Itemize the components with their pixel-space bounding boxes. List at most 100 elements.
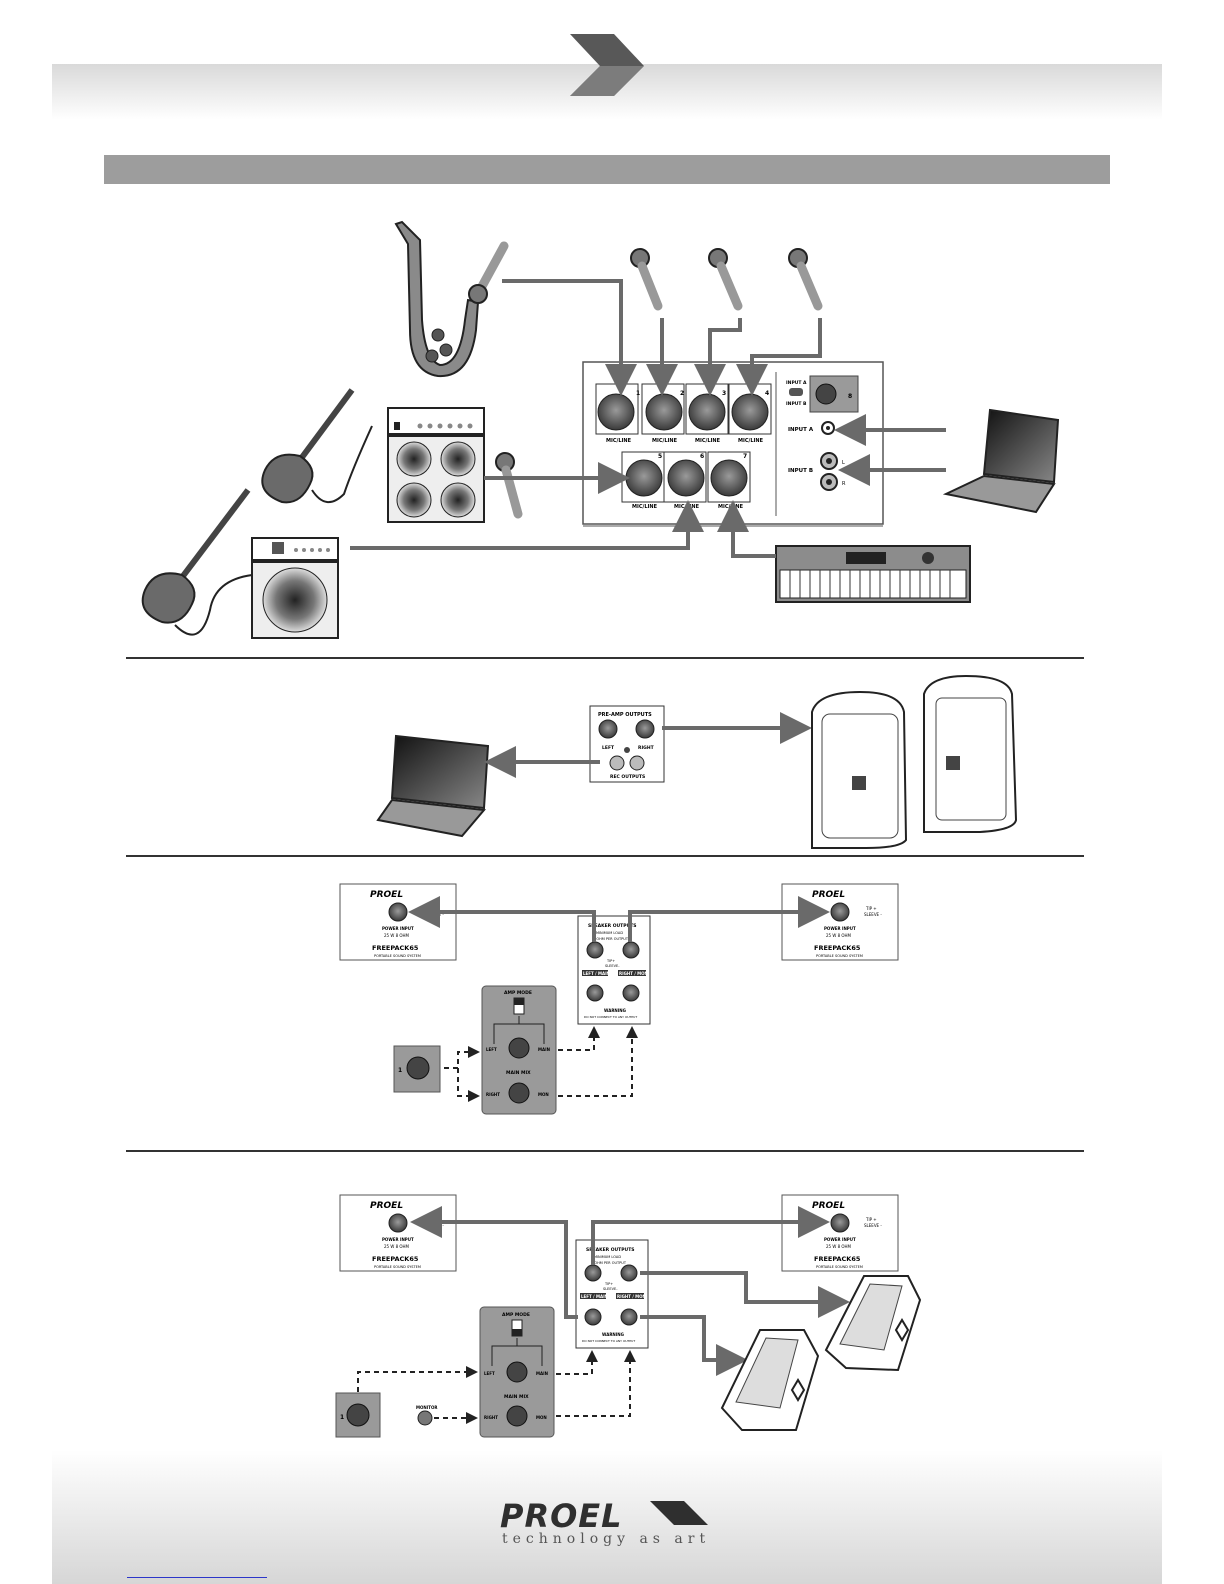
input-a-label: INPUT A: [788, 427, 814, 433]
input-selector-switch[interactable]: [789, 388, 803, 396]
channel-number: 6: [700, 453, 704, 460]
min-load-label: MINIMUM LOAD: [596, 931, 623, 935]
power-input-label: POWER INPUT: [824, 926, 856, 931]
mon-level-knob[interactable]: [508, 1082, 530, 1104]
right-label: RIGHT: [486, 1092, 500, 1097]
freepack-logo: PROEL: [812, 890, 845, 900]
warning-text: DO NOT CONNECT TO ANY OUTPUT: [582, 1339, 635, 1343]
model-sub-label: PORTABLE SOUND SYSTEM: [374, 954, 421, 958]
microphone-icon: [630, 248, 663, 311]
speaker-output-panel: SPEAKER OUTPUTS MINIMUM LOAD 8 OHM PER O…: [577, 915, 651, 1025]
main-mix-label: MAIN MIX: [504, 1394, 529, 1400]
microphone-icon: [708, 248, 743, 311]
xlr-combo-jack: [641, 383, 685, 435]
monitor-send-knob[interactable]: MONITOR: [416, 1405, 437, 1426]
title-bar: [104, 155, 1110, 184]
left-label: LEFT: [486, 1047, 497, 1052]
watt-label: 25 W 8 OHM: [826, 1244, 852, 1249]
pa-speaker-icon: [923, 674, 1018, 833]
right-label: RIGHT: [484, 1415, 498, 1420]
amp-mode-title: AMP MODE: [502, 1312, 530, 1318]
floor-monitor-icon: [720, 1329, 820, 1431]
model-label: FREEPACK65: [372, 944, 419, 952]
sleeve-label: SLEEVE-: [603, 1287, 618, 1291]
tip-label: TIP +: [865, 906, 877, 911]
input-b-label: INPUT B: [788, 468, 813, 474]
channel-1-knob[interactable]: [346, 1403, 370, 1427]
power-input-label: POWER INPUT: [824, 1237, 856, 1242]
sleeve-label: SLEEVE -: [864, 912, 882, 917]
warning-label: WARNING: [604, 1008, 626, 1013]
channel-1-number: 1: [398, 1067, 402, 1074]
preamp-right-label: RIGHT: [638, 745, 655, 751]
xlr-combo-jack: [595, 383, 639, 435]
model-label: FREEPACK65: [372, 1255, 419, 1263]
mon-level-knob[interactable]: [506, 1405, 528, 1427]
channel-knob-block: 1: [393, 1045, 441, 1093]
per-output-label: 8 OHM PER OUTPUT: [593, 937, 629, 941]
xlr-combo-jack: [663, 451, 707, 503]
xlr-combo-jack: [707, 451, 751, 503]
model-sub-label: PORTABLE SOUND SYSTEM: [374, 1265, 421, 1269]
footer-band: [52, 1450, 1162, 1584]
watt-label: 25 W 8 OHM: [384, 933, 410, 938]
pa-speaker-icon: [811, 690, 908, 849]
warning-text: DO NOT CONNECT TO ANY OUTPUT: [584, 1015, 637, 1019]
left-main-label: LEFT / MAIN: [581, 1294, 608, 1299]
microphone-icon: [495, 452, 523, 519]
main-level-knob[interactable]: [506, 1361, 528, 1383]
microphone-icon: [788, 248, 823, 311]
min-load-label: MINIMUM LOAD: [594, 1255, 621, 1259]
left-main-label: LEFT / MAIN: [583, 971, 610, 976]
xlr-combo-jack: [685, 383, 729, 435]
guitar-amplifier-icon: [387, 407, 485, 523]
channel-number: 2: [680, 390, 684, 397]
freepack-left-panel: PROEL POWER INPUT 25 W 8 OHM FREEPACK65 …: [339, 883, 457, 961]
watt-label: 25 W 8 OHM: [384, 1244, 410, 1249]
main-mix-label: MAIN MIX: [506, 1070, 531, 1076]
main-label: MAIN: [538, 1047, 550, 1052]
power-input-label: POWER INPUT: [382, 1237, 414, 1242]
channel-number: 1: [636, 390, 640, 397]
channel-1-knob[interactable]: [406, 1056, 430, 1080]
tip-label: TIP+: [606, 959, 615, 963]
channel-number: 5: [658, 453, 662, 460]
amp-mode-block: AMP MODE LEFT MAIN MAIN MIX RIGHT MON: [481, 985, 557, 1115]
bass-guitar-icon: [141, 488, 253, 636]
model-sub-label: PORTABLE SOUND SYSTEM: [816, 954, 863, 958]
sleeve-label: SLEEVE -: [864, 1223, 882, 1228]
main-level-knob[interactable]: [508, 1037, 530, 1059]
footer-link[interactable]: [127, 1577, 267, 1578]
mic-line-label: MIC/LINE: [606, 438, 632, 444]
power-input-label: POWER INPUT: [382, 926, 414, 931]
speaker-output-title: SPEAKER OUTPUTS: [586, 1247, 635, 1253]
mon-label: MON: [536, 1415, 547, 1420]
channel-8-knob[interactable]: [815, 383, 837, 405]
rec-outputs-label: REC OUTPUTS: [610, 774, 645, 780]
mic-line-label: MIC/LINE: [632, 504, 658, 510]
freepack-logo: PROEL: [370, 1201, 403, 1211]
mic-line-label: MIC/LINE: [738, 438, 764, 444]
selector-a-label: INPUT A: [786, 380, 807, 386]
preamp-left-label: LEFT: [602, 745, 615, 751]
mic-line-label: MIC/LINE: [718, 504, 744, 510]
amp-mode-title: AMP MODE: [504, 990, 532, 996]
preamp-output-panel: PRE-AMP OUTPUTS LEFT RIGHT REC OUTPUTS: [589, 705, 665, 783]
rca-left-label: L: [842, 460, 845, 466]
mixer-input-panel: 1 2 3 4 5 6 7 MIC/LINE MIC/LINE MIC/LINE…: [582, 361, 884, 527]
right-mon-label: RIGHT / MON: [619, 971, 648, 976]
freepack-logo: PROEL: [812, 1201, 845, 1211]
brand-chevron-icon: [650, 1501, 708, 1525]
tip-label: TIP+: [604, 1282, 613, 1286]
per-output-label: 8 OHM PER OUTPUT: [591, 1261, 627, 1265]
mon-label: MON: [538, 1092, 549, 1097]
channel-number: 7: [743, 453, 747, 460]
preamp-title: PRE-AMP OUTPUTS: [598, 712, 652, 718]
saxophone-icon: [394, 220, 480, 378]
main-label: MAIN: [536, 1371, 548, 1376]
mic-line-label: MIC/LINE: [695, 438, 721, 444]
model-label: FREEPACK65: [814, 944, 861, 952]
electric-guitar-icon: [261, 388, 373, 504]
freepack-right-panel: PROEL POWER INPUT 25 W 8 OHM FREEPACK65 …: [781, 883, 899, 961]
speaker-output-title: SPEAKER OUTPUTS: [588, 923, 637, 929]
